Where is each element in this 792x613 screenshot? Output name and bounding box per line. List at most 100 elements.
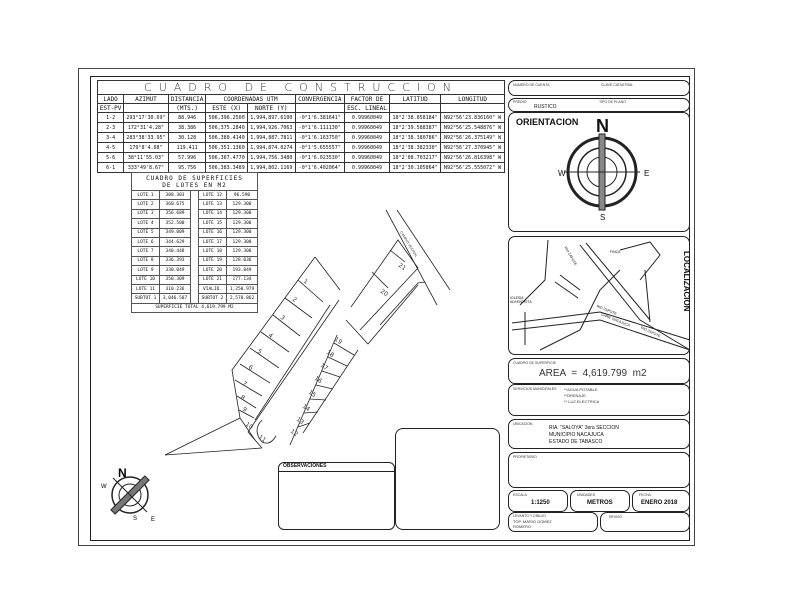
lot-number: 11 — [257, 434, 267, 444]
predio-box: PREDIO TIPO DE PLANO RUSTICO — [508, 98, 690, 112]
plan-lines — [164, 209, 451, 456]
north-arrow-e: E — [151, 517, 155, 523]
surveyor-name: TOP. MARIO GOMEZ — [513, 519, 552, 524]
service-item: ** LUZ ELECTRICA — [564, 399, 600, 404]
table-cell: N92°56'25.555072" W — [440, 162, 505, 173]
sheet-outer-frame — [78, 68, 695, 546]
road-label: CAMINO VECINAL — [399, 230, 418, 258]
lots-total: SUPERFICIE TOTAL 4,619.799 M2 — [131, 302, 258, 314]
localization-title: LOCALIZACION — [682, 251, 691, 312]
localization-box: LOCALIZACION — [508, 236, 691, 355]
lot-number: 6 — [247, 364, 254, 372]
compass-e: E — [644, 169, 650, 178]
surveyor-name: ROMERO — [513, 524, 531, 529]
table-cell: 18°2'30.105864" — [389, 162, 442, 173]
owner-box: PROPIETARIO — [508, 452, 690, 488]
title-line: CUADRO DE SUPERFICIES — [146, 174, 243, 182]
lot-number: 14 — [301, 403, 311, 413]
lot-number: 16 — [313, 375, 323, 385]
cadastral-label: CLAVE CATASTRAL — [601, 83, 634, 87]
lot-number: 13 — [295, 416, 305, 426]
plan-type-label: TIPO DE PLANO — [599, 100, 626, 104]
service-item: **AGUA POTABLE — [564, 387, 598, 392]
scale-label: ESCALA — [513, 493, 527, 497]
lot-number: 5 — [256, 348, 263, 356]
lot-number: 2 — [291, 296, 298, 304]
map-label: FINCA — [610, 250, 621, 254]
location-box: UBICACION RIA. "SALOYA" 3era SECCION MUN… — [508, 419, 690, 449]
services-label: SERVICIOS MUNICIPALES — [513, 387, 557, 391]
compass-w: W — [558, 169, 566, 178]
lot-number: 17 — [319, 362, 329, 372]
location-line: MUNICIPIO NACAJUCA — [549, 432, 604, 438]
units-box: UNIDADES METROS — [570, 490, 630, 512]
account-box: NUMERO DE CUENTA CLAVE CATASTRAL — [508, 80, 690, 96]
localization-map — [511, 239, 691, 351]
account-label: NUMERO DE CUENTA — [513, 83, 550, 87]
units-label: UNIDADES — [577, 493, 596, 497]
observations-box: OBSERVACIONES — [278, 462, 395, 530]
predio-label: PREDIO — [513, 100, 527, 104]
services-box: SERVICIOS MUNICIPALES **AGUA POTABLE **D… — [508, 384, 690, 416]
area-value: AREA = 4,619.799 m2 — [539, 368, 647, 379]
owner-label: PROPIETARIO — [513, 455, 537, 459]
lot-number: 18 — [325, 349, 335, 359]
north-arrow-n: N — [118, 466, 127, 480]
units-value: METROS — [587, 500, 613, 506]
title-line: DE LOTES EN M2 — [162, 181, 227, 189]
lot-number: 21 — [397, 262, 407, 272]
construction-table-title: CUADRO DE CONSTRUCCION — [97, 80, 505, 95]
lot-number: 8 — [239, 394, 246, 402]
lot-number: 10 — [244, 421, 254, 431]
lot-number: 12 — [289, 428, 299, 438]
area-label: CUADRO DE SUPERFICIE — [513, 361, 556, 365]
lot-number: 9 — [241, 406, 248, 414]
compass-s: S — [600, 213, 606, 222]
service-item: **DRENAJE — [564, 393, 586, 398]
table-cell: 6-1 — [96, 162, 125, 173]
north-arrow-s: S — [133, 516, 137, 522]
location-line: ESTADO DE TABASCO — [549, 439, 603, 445]
map-label: IGLESIA ADVENTISTA — [510, 296, 532, 304]
date-value: ENERO 2018 — [641, 500, 678, 506]
lot-number: 3 — [279, 314, 286, 322]
predio-value: RUSTICO — [534, 104, 557, 110]
lot-number: 19 — [333, 336, 343, 346]
lot-number: 20 — [379, 288, 389, 298]
surveyor-box: LEVANTO Y DIBUJO TOP. MARIO GOMEZ ROMERO — [508, 512, 598, 532]
reviewer-label: REVISO — [609, 515, 623, 519]
lot-number: 7 — [241, 380, 248, 388]
reviewer-box: REVISO — [600, 512, 690, 532]
compass-n: N — [596, 116, 609, 136]
orientation-compass — [564, 133, 640, 211]
observations-label: OBSERVACIONES — [279, 463, 394, 472]
table-cell: 0.99960049 — [343, 162, 391, 173]
surveyor-label: LEVANTO Y DIBUJO — [513, 514, 547, 518]
lot-number: 4 — [267, 332, 274, 340]
orientation-title: ORIENTACION — [516, 117, 579, 127]
lot-number: 15 — [307, 389, 317, 399]
orientation-box: ORIENTACION N S W E — [508, 112, 690, 232]
location-line: RIA. "SALOYA" 3era SECCION — [549, 425, 619, 431]
north-arrow — [110, 475, 150, 515]
date-box: FECHA ENERO 2018 — [632, 490, 690, 512]
location-label: UBICACION — [513, 422, 533, 426]
scale-box: ESCALA 1:1250 — [508, 490, 568, 512]
north-arrow-w: W — [101, 484, 107, 490]
scale-value: 1:1250 — [531, 500, 550, 506]
signature-box — [395, 428, 500, 530]
date-label: FECHA — [639, 493, 651, 497]
area-box: CUADRO DE SUPERFICIE AREA = 4,619.799 m2 — [508, 358, 690, 384]
